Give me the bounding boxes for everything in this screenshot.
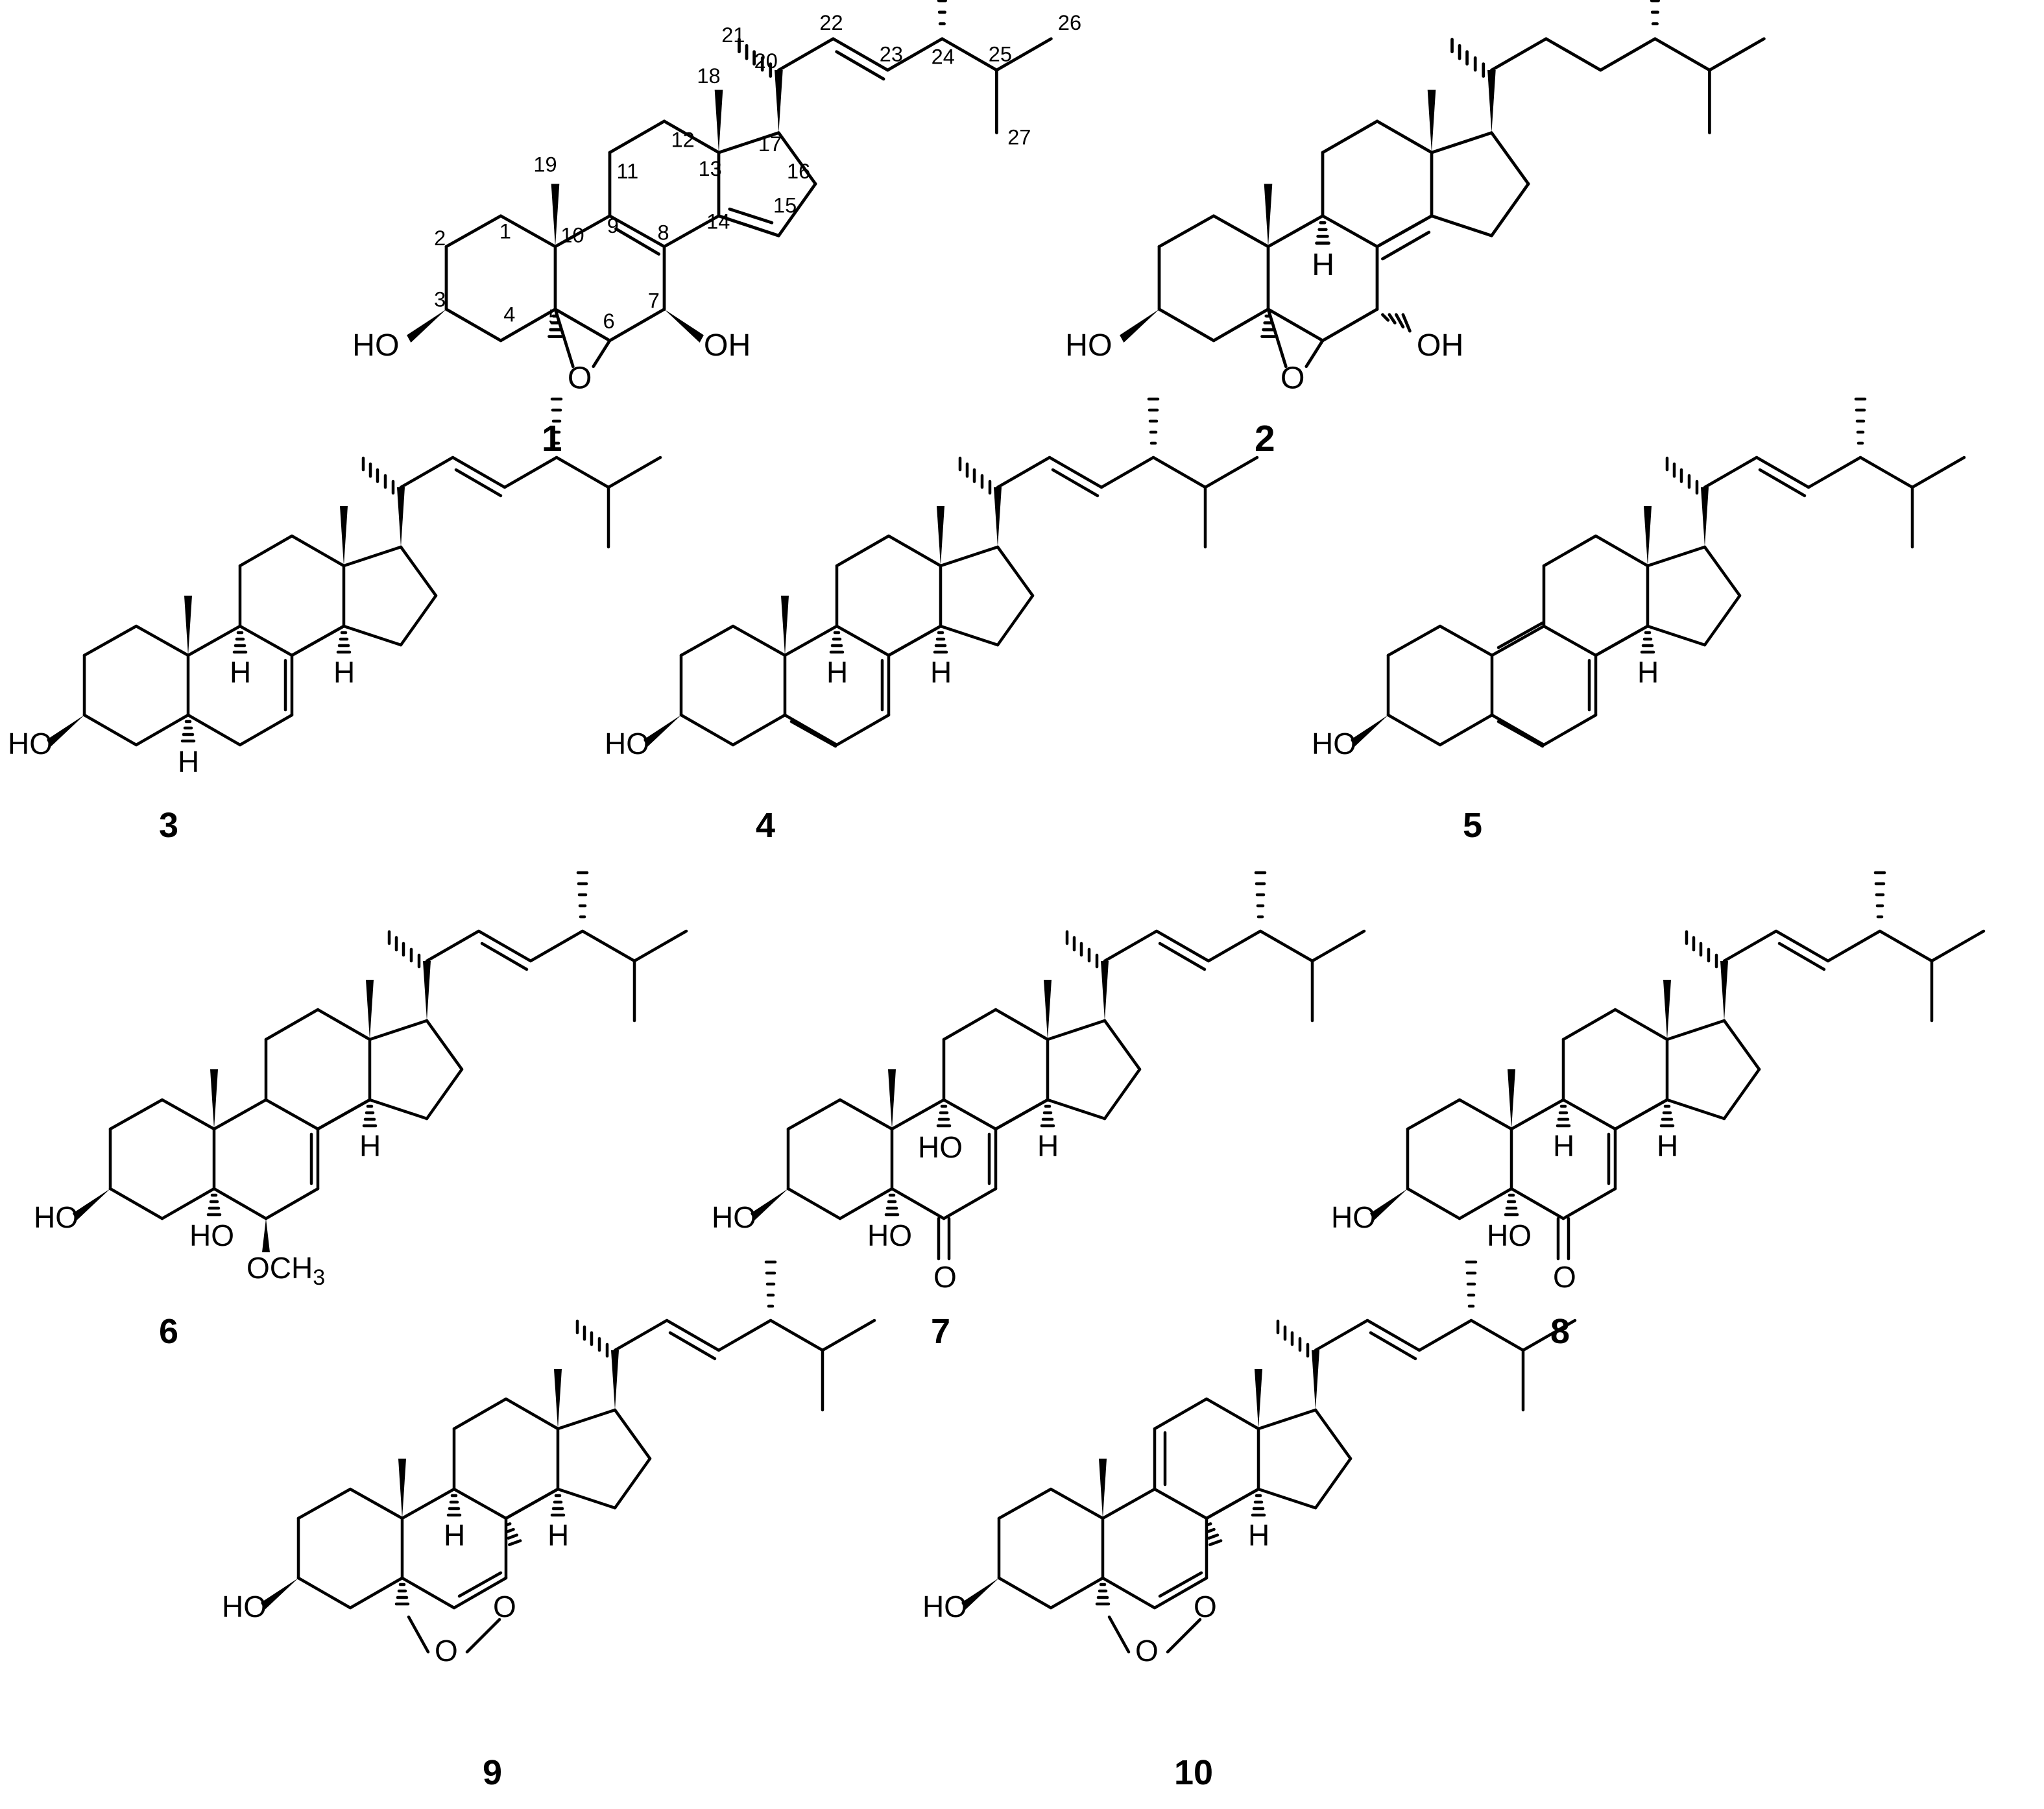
hydroxyl-c3-label: HO — [8, 727, 53, 760]
compound-label-1: 1 — [542, 419, 562, 459]
methoxy-c6-label: OCH3 — [246, 1251, 325, 1290]
hydrogen-c14-label: H — [547, 1518, 569, 1552]
compound-4: HO H H 4 — [605, 399, 1257, 845]
hydroxyl-c5-label: HO — [189, 1219, 234, 1252]
compound-label-7: 7 — [931, 1312, 950, 1351]
hydroxyl-c3-label: HO — [1312, 727, 1356, 760]
hydrogen-c14-label: H — [1657, 1129, 1678, 1163]
hydrogen-c9-label: H — [1553, 1129, 1574, 1163]
compound-label-6: 6 — [159, 1312, 178, 1351]
peroxide-oxygen-2-label: O — [1135, 1634, 1159, 1668]
svg-text:26: 26 — [1058, 11, 1081, 34]
svg-text:27: 27 — [1007, 125, 1031, 149]
svg-text:4: 4 — [503, 303, 515, 326]
compound-10: HO H O O 10 — [922, 1262, 1575, 1792]
hydroxyl-c3-label: HO — [712, 1200, 756, 1234]
hydroxyl-c3-label: HO — [34, 1200, 78, 1234]
peroxide-oxygen-1-label: O — [493, 1590, 516, 1623]
hydroxyl-c3-label: HO — [352, 328, 399, 363]
compound-label-3: 3 — [159, 806, 178, 845]
svg-text:1: 1 — [499, 219, 511, 243]
svg-text:11: 11 — [617, 160, 639, 183]
hydrogen-c14-label: H — [1248, 1518, 1269, 1552]
svg-text:19: 19 — [533, 153, 557, 176]
epoxide-oxygen-label: O — [1281, 360, 1305, 395]
hydrogen-c9-label: H — [444, 1518, 465, 1552]
compound-label-5: 5 — [1463, 806, 1482, 845]
hydrogen-c14-label: H — [359, 1129, 381, 1163]
hydroxyl-c7-label: OH — [1417, 328, 1463, 363]
svg-text:17: 17 — [758, 132, 782, 156]
svg-text:21: 21 — [721, 23, 745, 47]
compound-label-2: 2 — [1255, 419, 1275, 459]
epoxide-oxygen-label: O — [568, 360, 592, 395]
svg-text:8: 8 — [658, 221, 669, 245]
svg-text:10: 10 — [560, 224, 584, 247]
atom-numbering: 1 2 3 4 5 6 7 8 9 10 11 12 13 14 15 16 1… — [434, 11, 1081, 333]
peroxide-oxygen-2-label: O — [435, 1634, 458, 1668]
hydroxyl-c9-label: HO — [918, 1130, 963, 1164]
compound-2: HO OH O H 2 — [1065, 0, 1764, 459]
svg-text:6: 6 — [603, 310, 615, 333]
hydroxyl-c5-label: HO — [1487, 1219, 1532, 1252]
svg-text:2: 2 — [434, 226, 446, 250]
hydroxyl-c7-label: OH — [704, 328, 751, 363]
hydroxyl-c3-label: HO — [922, 1590, 967, 1623]
hydroxyl-c5-label: HO — [867, 1219, 912, 1252]
hydroxyl-c3-label: HO — [1331, 1200, 1376, 1234]
svg-text:14: 14 — [706, 210, 730, 234]
hydrogen-c9-label: H — [1312, 247, 1334, 282]
compound-3: HO H H H 3 — [8, 399, 660, 845]
compound-5: HO H 5 — [1312, 399, 1964, 845]
svg-text:18: 18 — [697, 64, 720, 88]
hydrogen-c14-label: H — [1037, 1129, 1059, 1163]
svg-text:5: 5 — [549, 306, 560, 329]
hydroxyl-c3-label: HO — [605, 727, 649, 760]
compound-1: HO OH O 1 2 3 4 5 6 7 8 9 10 11 12 13 14… — [352, 0, 1081, 459]
hydroxyl-c3-label: HO — [222, 1590, 267, 1623]
svg-text:15: 15 — [773, 194, 797, 217]
ketone-oxygen-label: O — [933, 1260, 957, 1294]
svg-text:24: 24 — [932, 45, 955, 69]
svg-text:25: 25 — [989, 42, 1012, 66]
hydrogen-c5-label: H — [178, 745, 199, 779]
compound-label-9: 9 — [483, 1753, 502, 1792]
ketone-oxygen-label: O — [1553, 1260, 1576, 1294]
hydrogen-c14-label: H — [1637, 655, 1659, 689]
svg-text:12: 12 — [671, 128, 695, 152]
compound-7: HO HO HO O H 7 — [712, 873, 1364, 1351]
svg-text:20: 20 — [754, 49, 778, 73]
svg-text:9: 9 — [607, 214, 619, 237]
hydrogen-c9-label: H — [826, 655, 848, 689]
svg-text:23: 23 — [880, 42, 903, 66]
svg-text:7: 7 — [648, 289, 660, 313]
compound-label-4: 4 — [756, 806, 775, 845]
svg-text:3: 3 — [434, 287, 446, 311]
svg-text:13: 13 — [699, 157, 722, 180]
compound-label-10: 10 — [1174, 1753, 1213, 1792]
svg-text:22: 22 — [819, 11, 843, 34]
compound-6: HO HO OCH3 H 6 — [34, 873, 686, 1351]
hydrogen-c14-label: H — [930, 655, 952, 689]
compound-9: HO H H O O 9 — [222, 1262, 874, 1792]
hydrogen-c9-label: H — [230, 655, 251, 689]
svg-text:16: 16 — [787, 160, 810, 183]
compound-8: HO HO O H H 8 — [1331, 873, 1984, 1351]
hydroxyl-c3-label: HO — [1065, 328, 1112, 363]
hydrogen-c14-label: H — [333, 655, 355, 689]
peroxide-oxygen-1-label: O — [1194, 1590, 1217, 1623]
